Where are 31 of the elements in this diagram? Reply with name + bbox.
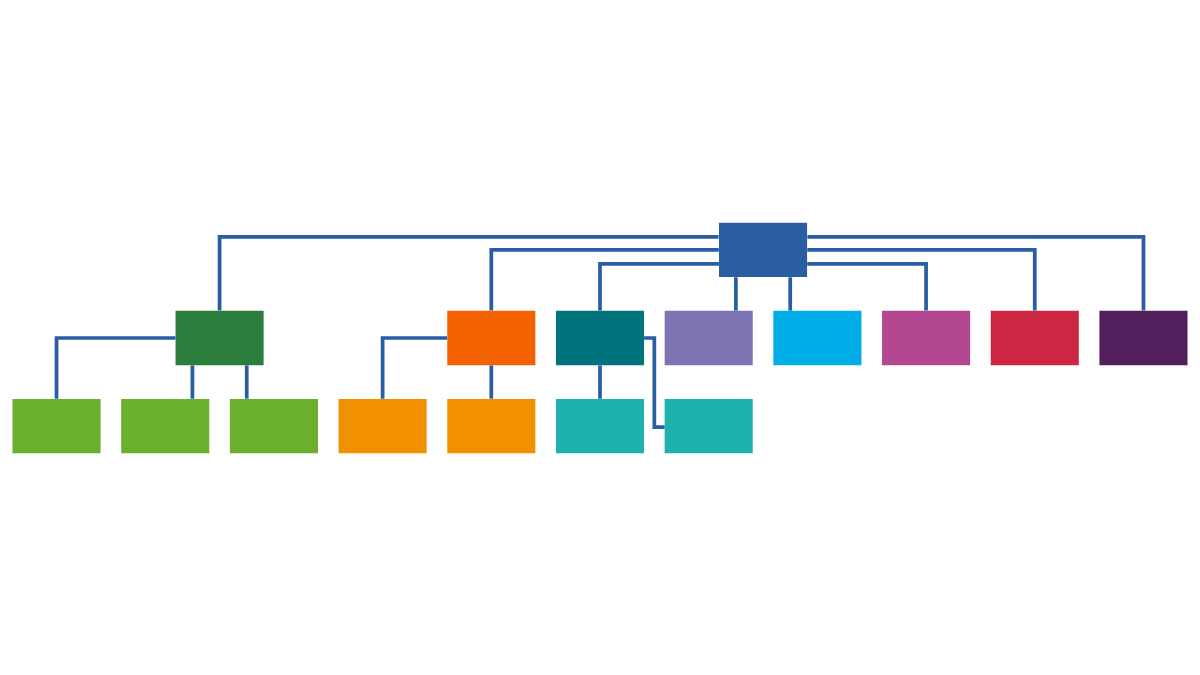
connector xyxy=(217,234,719,311)
node-box xyxy=(338,398,427,453)
connector xyxy=(489,247,719,311)
connector xyxy=(598,364,602,399)
node-box xyxy=(773,310,862,365)
node-box xyxy=(555,398,645,453)
node-box xyxy=(12,398,101,453)
node-box xyxy=(664,398,753,453)
connector xyxy=(788,276,793,311)
node-box xyxy=(555,310,645,365)
connector xyxy=(734,276,738,311)
node-box xyxy=(1099,310,1188,365)
node-box xyxy=(121,398,210,453)
connector xyxy=(489,364,494,399)
connector xyxy=(598,261,719,310)
connector xyxy=(807,261,928,310)
node-box xyxy=(719,222,808,277)
connector xyxy=(807,247,1037,311)
connector xyxy=(190,364,195,399)
node-box xyxy=(990,310,1079,365)
node-box xyxy=(175,310,264,365)
node-box xyxy=(882,310,971,365)
connector xyxy=(244,364,249,399)
connector xyxy=(807,234,1146,311)
connector xyxy=(54,335,176,399)
node-box xyxy=(664,310,753,365)
node-box xyxy=(447,310,536,365)
connector xyxy=(644,335,665,429)
node-box xyxy=(447,398,536,453)
node-box xyxy=(229,398,318,453)
connector xyxy=(380,335,448,399)
